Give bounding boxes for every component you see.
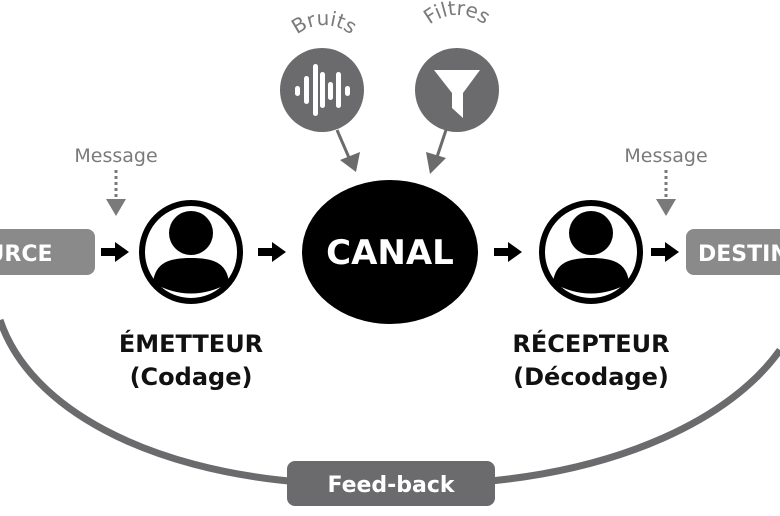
canal-label: CANAL [326,233,454,273]
receiver-subtitle: (Décodage) [513,363,669,391]
noise-label: Bruits [287,6,361,39]
sender-node[interactable] [139,200,243,304]
arrow-source-to-sender-icon [101,242,129,262]
person-icon [553,211,629,294]
dotted-arrow-right-icon [656,170,676,216]
destination-label: DESTINATION [698,242,780,267]
feedback-label: Feed-back [327,473,455,498]
source-box[interactable]: SOURCE [0,229,95,275]
feedback-loop-curve [0,318,780,486]
feedback-box[interactable]: Feed-back [287,461,495,506]
message-label-left: Message [74,145,157,167]
receiver-node[interactable] [539,200,643,304]
person-icon [153,211,229,294]
filters-arrow-icon [426,129,448,174]
filters-node[interactable] [415,48,499,132]
sender-subtitle: (Codage) [130,363,253,391]
sender-title: ÉMETTEUR [119,329,263,358]
source-label: SOURCE [0,242,53,267]
arrow-canal-to-receiver-icon [494,242,522,262]
filters-label: Filtres [419,0,495,29]
funnel-icon [434,70,480,118]
noise-arrow-icon [335,129,360,172]
sound-wave-icon [295,64,350,116]
arrow-receiver-to-destination-icon [651,242,679,262]
message-label-right: Message [624,145,707,167]
dotted-arrow-left-icon [106,170,126,216]
arrow-sender-to-canal-icon [258,242,286,262]
receiver-title: RÉCEPTEUR [512,329,669,358]
destination-box[interactable]: DESTINATION [686,229,780,275]
noise-node[interactable] [280,48,364,132]
canal-node[interactable]: CANAL [302,180,478,324]
